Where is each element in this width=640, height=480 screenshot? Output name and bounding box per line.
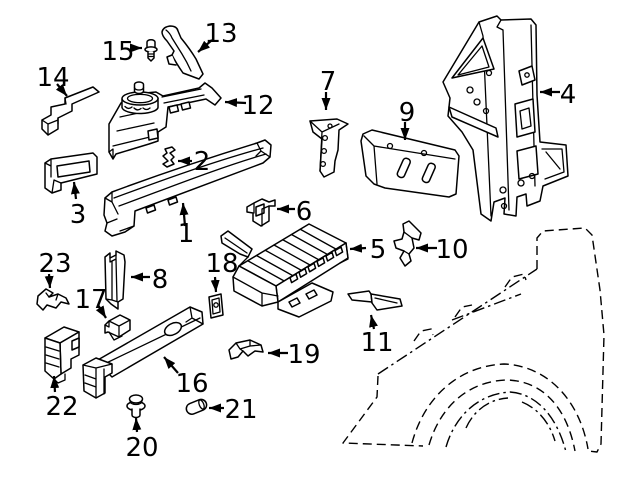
callout-17-arrow [95,304,107,319]
callout-23-arrow [44,273,54,289]
callout-22: 22 [45,392,78,422]
callout-5-arrow [349,243,367,253]
callout-23: 23 [38,249,71,279]
callout-7: 7 [320,67,337,97]
part-13-drawing [161,25,204,80]
part-21-drawing [185,398,208,415]
callout-12-arrow [224,98,247,108]
callout-8: 8 [152,265,169,295]
callout-14: 14 [36,63,69,93]
callout-3: 3 [70,200,87,230]
part-3-drawing [44,152,98,194]
callout-11: 11 [360,328,393,358]
part-7-drawing [309,118,349,178]
callout-13-arrow [197,39,213,53]
callout-12: 12 [241,91,274,121]
callout-labels: 1 2 3 4 5 6 7 8 9 10 11 12 13 14 15 16 1… [36,19,576,463]
callout-3-arrow [70,181,80,200]
callout-17: 17 [74,285,107,315]
callout-1-arrow [179,202,189,227]
callout-1: 1 [178,219,195,249]
part-16-drawing [82,306,204,399]
part-11-drawing [347,290,403,311]
callout-21: 21 [224,395,257,425]
part-9-drawing [360,129,460,198]
callout-9: 9 [399,98,416,128]
fender-outline-dashed [342,227,605,453]
callout-arrows [44,39,560,433]
callout-18: 18 [205,249,238,279]
part-15-drawing [144,39,158,62]
part-12-drawing [108,81,222,160]
callout-16: 16 [175,369,208,399]
callout-22-arrow [50,375,60,393]
callout-2: 2 [194,147,211,177]
callout-11-arrow [369,314,378,330]
callout-18-arrow [210,276,220,293]
part-4-drawing [442,15,569,222]
part-8-drawing [104,250,126,310]
callout-15: 15 [101,37,134,67]
part-18-drawing [208,293,224,319]
part-2-drawing [162,146,176,168]
part-23-drawing [36,288,70,311]
callout-20: 20 [125,433,158,463]
part-5-drawing [220,223,349,318]
callout-6: 6 [296,197,313,227]
callout-13: 13 [204,19,237,49]
part-6-drawing [246,198,276,227]
callout-10: 10 [435,235,468,265]
part-20-drawing [126,394,146,419]
part-17-drawing [104,314,131,341]
callout-16-arrow [163,356,179,374]
callout-19: 19 [287,340,320,370]
part-19-drawing [228,339,264,360]
callout-20-arrow [132,417,142,433]
part-10-drawing [393,220,422,267]
part-1-drawing [103,139,272,237]
part-14-drawing [41,86,100,136]
callout-4: 4 [560,80,577,110]
callout-5: 5 [370,235,387,265]
callout-14-arrow [55,83,68,97]
